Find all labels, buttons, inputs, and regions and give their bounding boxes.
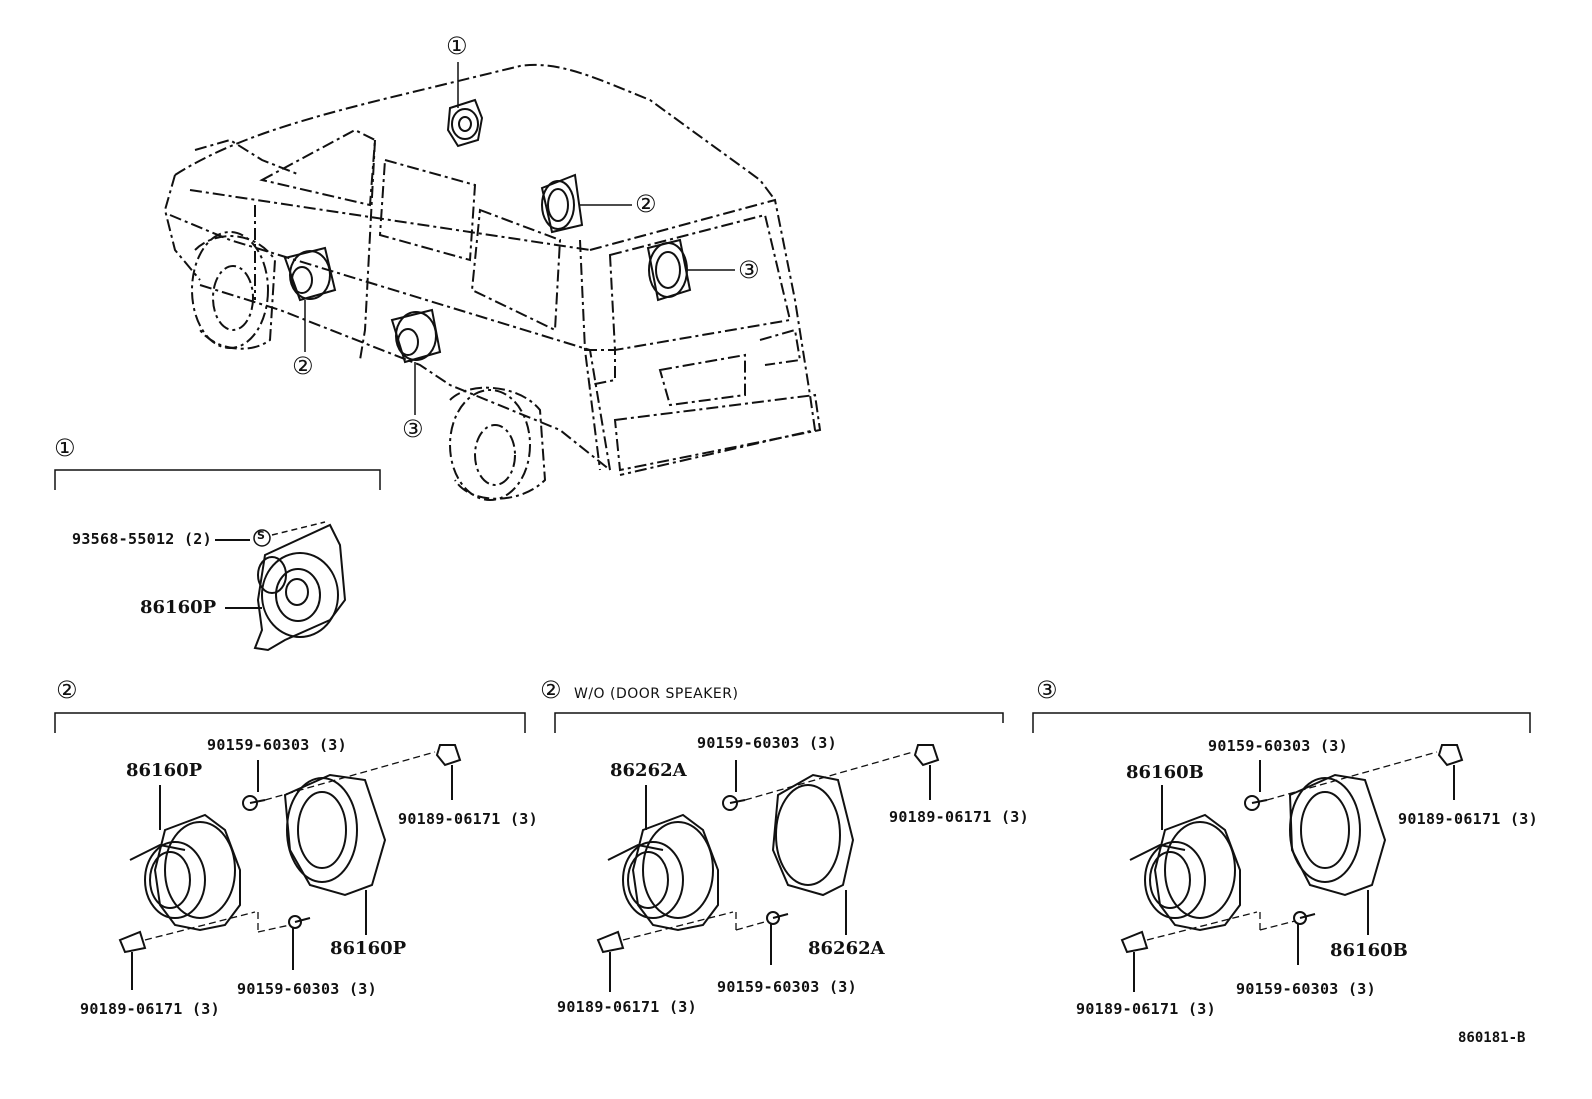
callout-1-roof: ① bbox=[446, 32, 468, 60]
callout-3-side: ③ bbox=[402, 415, 424, 443]
section-brackets bbox=[54, 469, 1531, 733]
s3-speaker-part-number: 86160B bbox=[1126, 762, 1204, 783]
s3-screw-bottom-part-number: 90159-60303 (3) bbox=[1236, 980, 1376, 998]
s1-speaker bbox=[215, 521, 347, 652]
vehicle-outline bbox=[163, 64, 822, 501]
s1-washer-part-number: 93568-55012 (2) bbox=[72, 530, 212, 548]
vehicle-speaker-1 bbox=[446, 98, 484, 148]
callout-2-side: ② bbox=[292, 352, 314, 380]
s3-clip-left-part-number: 90189-06171 (3) bbox=[1076, 1000, 1216, 1018]
s1-washer-symbol: S bbox=[257, 529, 265, 542]
vehicle-speaker-3-rear bbox=[646, 238, 692, 302]
s2-screw-bottom-part-number: 90159-60303 (3) bbox=[237, 980, 377, 998]
s3-bracket-part-number: 86160B bbox=[1330, 940, 1408, 961]
vehicle-speaker-3-side bbox=[390, 308, 442, 364]
section-2b-marker: ② bbox=[540, 676, 562, 704]
callout-3-rear: ③ bbox=[738, 256, 760, 284]
s2b-screw-bottom-part-number: 90159-60303 (3) bbox=[717, 978, 857, 996]
s2b-speaker-part-number: 86262A bbox=[610, 760, 687, 781]
section-2b-note: W/O (DOOR SPEAKER) bbox=[574, 686, 739, 702]
s3-screw-top-part-number: 90159-60303 (3) bbox=[1208, 737, 1348, 755]
section-2-marker: ② bbox=[56, 676, 78, 704]
s1-speaker-part-number: 86160P bbox=[140, 597, 217, 618]
s2b-clip-left-part-number: 90189-06171 (3) bbox=[557, 998, 697, 1016]
section-3-marker: ③ bbox=[1036, 676, 1058, 704]
s2-speaker-part-number: 86160P bbox=[126, 760, 203, 781]
s2b-cover-part-number: 86262A bbox=[808, 938, 885, 959]
s2-screw-top-part-number: 90159-60303 (3) bbox=[207, 736, 347, 754]
vehicle-speaker-2-roof bbox=[540, 173, 584, 234]
s2-bracket-part-number: 86160P bbox=[330, 938, 407, 959]
s2b-clip-right-part-number: 90189-06171 (3) bbox=[889, 808, 1029, 826]
s3-drawing bbox=[1120, 744, 1464, 992]
s3-clip-right-part-number: 90189-06171 (3) bbox=[1398, 810, 1538, 828]
s2b-screw-top-part-number: 90159-60303 (3) bbox=[697, 734, 837, 752]
vehicle-leaders bbox=[304, 62, 735, 415]
figure-reference: 860181-B bbox=[1458, 1030, 1526, 1046]
callout-2-roof: ② bbox=[635, 190, 657, 218]
s2-drawing bbox=[118, 744, 462, 990]
vehicle-speaker-2-side bbox=[283, 246, 337, 302]
s2-clip-left-part-number: 90189-06171 (3) bbox=[80, 1000, 220, 1018]
section-1-marker: ① bbox=[54, 434, 76, 462]
s2b-drawing bbox=[596, 744, 940, 992]
s2-clip-right-part-number: 90189-06171 (3) bbox=[398, 810, 538, 828]
